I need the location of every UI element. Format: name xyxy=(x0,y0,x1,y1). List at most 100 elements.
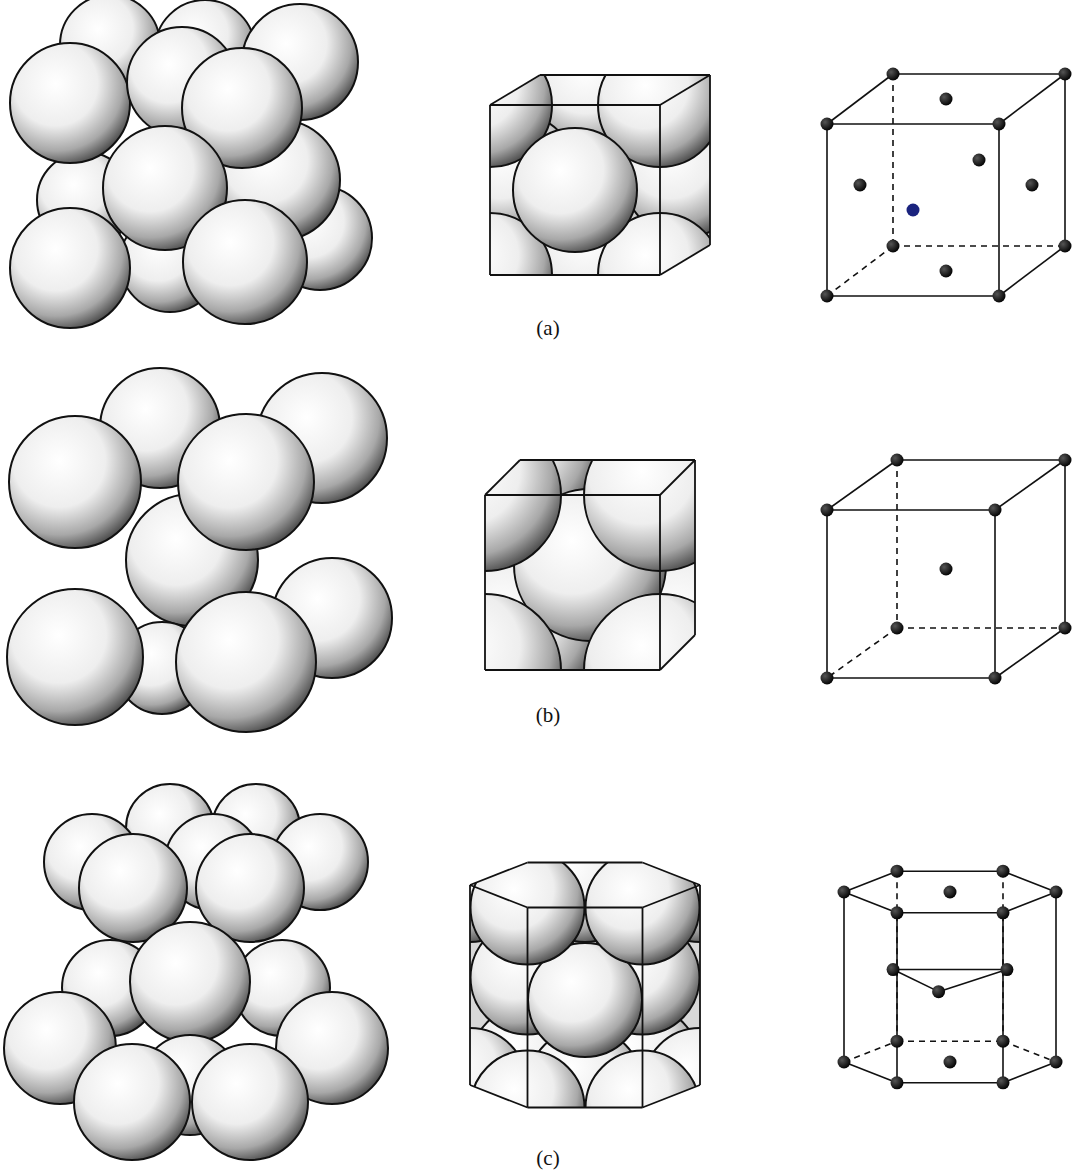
lattice-point xyxy=(997,1035,1010,1048)
lattice-edge xyxy=(897,1082,1003,1084)
cell-edge xyxy=(540,74,710,76)
sphere-packing xyxy=(10,0,372,328)
atom-sphere xyxy=(183,200,307,324)
lattice-point xyxy=(1059,622,1072,635)
lattice-edge xyxy=(827,460,897,510)
lattice-edge xyxy=(827,628,897,678)
lattice-point xyxy=(997,906,1010,919)
lattice-edge xyxy=(827,246,893,296)
lattice-edge xyxy=(893,245,1065,247)
lattice-edge xyxy=(999,74,1065,124)
lattice-edge xyxy=(843,892,845,1062)
sphere-packing xyxy=(7,368,392,732)
lattice-edge xyxy=(893,969,1007,971)
atom-sphere xyxy=(10,43,130,163)
cell-edge xyxy=(485,669,660,671)
lattice-model xyxy=(821,454,1072,685)
lattice-point xyxy=(821,504,834,517)
lattice-edge xyxy=(896,460,898,628)
lattice-edge xyxy=(827,677,995,679)
lattice-point xyxy=(944,886,957,899)
lattice-point xyxy=(989,504,1002,517)
atom-sphere xyxy=(178,414,314,550)
lattice-point xyxy=(907,204,920,217)
lattice-edge xyxy=(995,460,1065,510)
cell-edge xyxy=(660,245,710,275)
cell-edge xyxy=(485,494,660,496)
unit-cell xyxy=(413,805,757,1164)
lattice-point xyxy=(1059,454,1072,467)
lattice-point xyxy=(1026,179,1039,192)
lattice-point xyxy=(891,622,904,635)
atom-sphere xyxy=(9,416,141,548)
cell-edge xyxy=(660,75,710,105)
cell-edge xyxy=(642,908,644,1108)
lattice-point xyxy=(891,1035,904,1048)
cell-edge xyxy=(470,1085,528,1108)
cell-edge xyxy=(490,104,660,106)
lattice-edge xyxy=(1055,892,1057,1062)
cell-edge xyxy=(489,105,491,275)
cell-edge xyxy=(527,908,529,1108)
lattice-point xyxy=(891,865,904,878)
cell-edge xyxy=(520,459,695,461)
lattice-point xyxy=(838,886,851,899)
lattice-edge xyxy=(892,74,894,246)
atom-sphere xyxy=(130,922,250,1042)
cell-edge xyxy=(528,1107,643,1109)
lattice-point xyxy=(993,290,1006,303)
atom-sphere xyxy=(7,589,143,725)
cell-edge xyxy=(485,460,520,495)
lattice-edge xyxy=(844,1062,897,1083)
lattice-edge xyxy=(1003,1062,1056,1083)
lattice-point xyxy=(944,1056,957,1069)
lattice-edge xyxy=(994,510,996,678)
lattice-edge xyxy=(844,892,897,913)
cell-edge xyxy=(643,862,701,885)
cell-edge xyxy=(470,862,528,885)
lattice-point xyxy=(891,1076,904,1089)
sphere-packing xyxy=(4,784,388,1160)
lattice-edge xyxy=(1064,74,1066,246)
lattice-point xyxy=(993,118,1006,131)
lattice-model xyxy=(821,68,1072,303)
lattice-edge xyxy=(897,459,1065,461)
lattice-edge xyxy=(896,871,898,1041)
lattice-edge xyxy=(826,124,828,296)
cell-edge xyxy=(490,274,660,276)
atom-sphere xyxy=(10,208,130,328)
unit-cell xyxy=(428,13,772,337)
unit-cell xyxy=(409,384,771,746)
lattice-point xyxy=(997,1076,1010,1089)
cell-edge xyxy=(709,75,711,245)
lattice-edge xyxy=(1002,871,1004,1041)
subfigure-label: (b) xyxy=(536,703,561,728)
lattice-point xyxy=(1059,240,1072,253)
lattice-edge xyxy=(827,295,999,297)
atom-sphere xyxy=(176,592,316,732)
cell-edge xyxy=(528,862,643,864)
lattice-point xyxy=(1059,68,1072,81)
lattice-point xyxy=(997,865,1010,878)
cell-edge xyxy=(659,495,661,670)
lattice-point xyxy=(821,118,834,131)
cell-edge xyxy=(659,105,661,275)
lattice-edge xyxy=(893,73,1065,75)
lattice-point xyxy=(887,68,900,81)
lattice-point xyxy=(838,1056,851,1069)
lattice-edge xyxy=(826,510,828,678)
lattice-point xyxy=(973,154,986,167)
cell-edge xyxy=(643,1085,701,1108)
lattice-edge xyxy=(827,123,999,125)
lattice-point xyxy=(940,563,953,576)
lattice-edge xyxy=(897,912,1003,914)
atom-sphere xyxy=(192,1044,308,1160)
lattice-point xyxy=(940,93,953,106)
cell-edge xyxy=(643,885,701,908)
lattice-point xyxy=(932,985,945,998)
lattice-point xyxy=(891,454,904,467)
lattice-edge xyxy=(939,970,1007,992)
lattice-edge xyxy=(1003,871,1056,892)
cell-edge xyxy=(470,885,528,908)
cell-edge xyxy=(490,75,540,105)
